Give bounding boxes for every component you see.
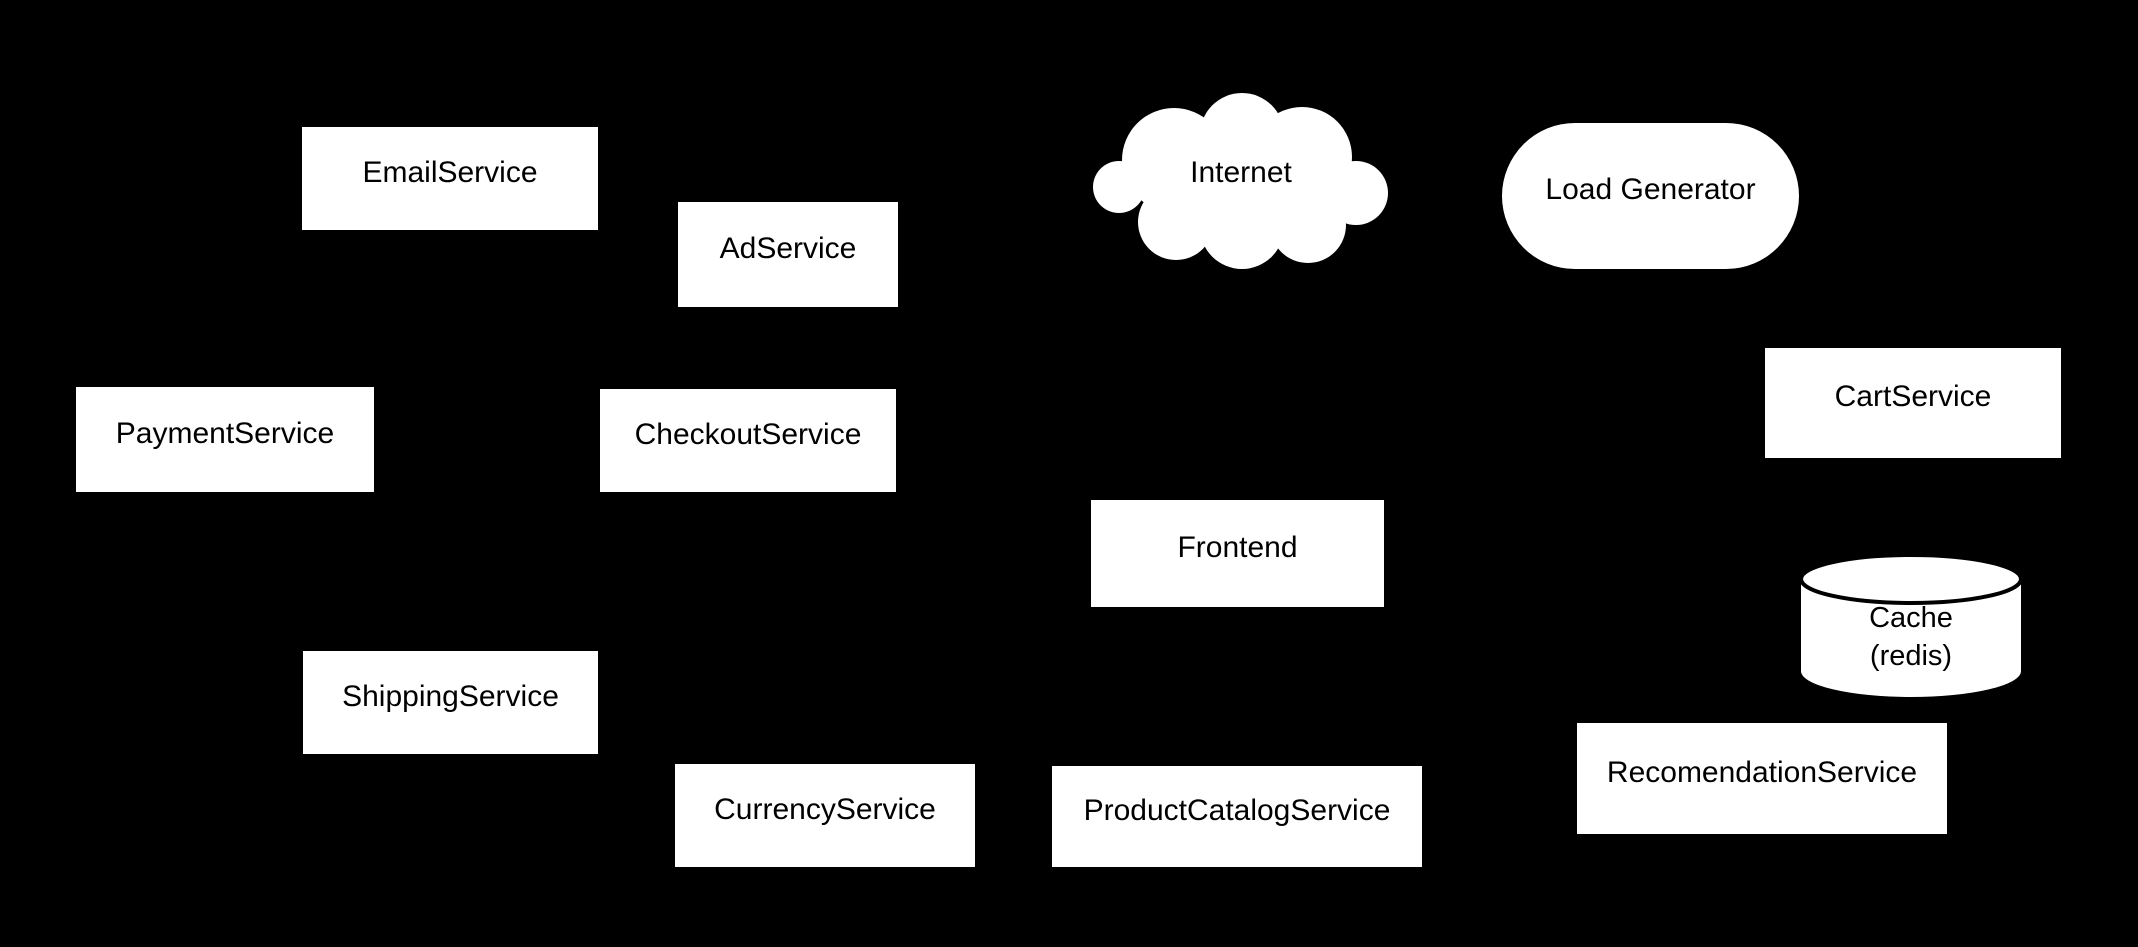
node-cache-redis: Cache (redis) [1799,553,2023,700]
node-currency-service: CurrencyService [675,764,975,867]
node-label: Frontend [1177,530,1298,564]
node-product-catalog-service: ProductCatalogService [1052,766,1422,867]
node-label: CartService [1834,380,1992,413]
cloud-shape [1093,93,1388,269]
node-label: Cache (redis) [1799,599,2023,675]
cache-label-line1: Cache [1869,602,1953,634]
node-cart-service: CartService [1765,348,2061,458]
node-label: ShippingService [342,679,559,713]
node-label: EmailService [362,155,538,189]
node-shipping-service: ShippingService [303,651,598,754]
node-label: CurrencyService [714,792,936,826]
node-payment-service: PaymentService [76,387,374,492]
node-label: ProductCatalogService [1083,793,1391,827]
node-email-service: EmailService [302,127,598,230]
node-ad-service: AdService [678,202,898,307]
node-label: CheckoutService [634,417,862,451]
node-label: RecomendationService [1606,755,1918,789]
cache-label-line2: (redis) [1869,640,1953,672]
node-label: Internet [1190,155,1292,189]
node-frontend: Frontend [1091,500,1384,607]
node-label: PaymentService [115,416,335,450]
cylinder-shape [1799,553,2023,697]
node-label: Load Generator [1545,173,1756,206]
node-internet-cloud: Internet [1092,85,1390,272]
node-recomendation-service: RecomendationService [1577,723,1947,834]
node-load-generator: Load Generator [1502,123,1799,269]
node-checkout-service: CheckoutService [600,389,896,492]
node-label: AdService [719,231,857,265]
